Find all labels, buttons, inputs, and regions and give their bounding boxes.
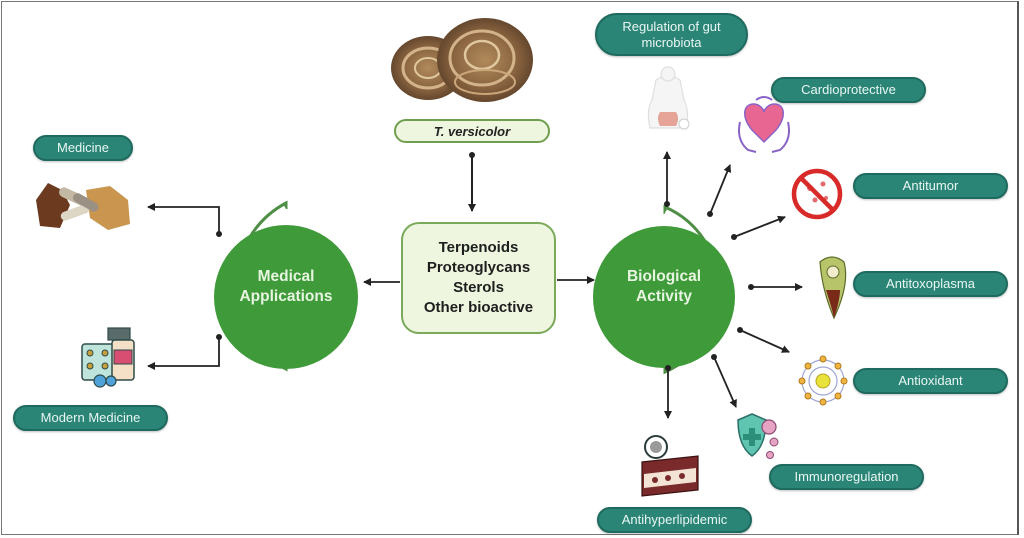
toxoplasma-parasite-icon bbox=[819, 256, 847, 320]
arrow-to-antitumor bbox=[733, 215, 786, 238]
gut-label-line1: Regulation of gut bbox=[622, 18, 721, 34]
blood-vessel-lipid-icon bbox=[641, 435, 699, 497]
heart-hands-icon bbox=[738, 96, 790, 153]
arrow-to-cardioprotective bbox=[709, 164, 732, 215]
pill-cardioprotective: Cardioprotective bbox=[771, 77, 926, 103]
biological-hub bbox=[593, 204, 735, 375]
connector-dot bbox=[216, 231, 222, 237]
antioxidant-molecule-icon bbox=[798, 355, 848, 406]
arrow-to-medicine bbox=[147, 203, 220, 234]
compounds-box: Terpenoids Proteoglycans Sterols Other b… bbox=[401, 222, 556, 334]
gut-label-line2: microbiota bbox=[641, 34, 702, 50]
pills-bottle-icon bbox=[81, 327, 135, 388]
no-cancer-cell-icon bbox=[791, 168, 843, 220]
medical-hub bbox=[214, 200, 358, 372]
pill-antihyperlipidemic: Antihyperlipidemic bbox=[597, 507, 752, 533]
medical-hub-line2: Applications bbox=[239, 288, 333, 305]
arrow-to-antioxidant bbox=[739, 329, 790, 353]
connector-dot bbox=[216, 334, 222, 340]
pill-antitumor: Antitumor bbox=[853, 173, 1008, 199]
pill-antitoxoplasma: Antitoxoplasma bbox=[853, 271, 1008, 297]
trametes-mushroom-image bbox=[391, 18, 533, 102]
compound-terpenoids: Terpenoids bbox=[438, 239, 519, 256]
species-label: T. versicolor bbox=[394, 119, 550, 143]
gut-body-icon bbox=[647, 66, 690, 130]
compound-proteoglycans: Proteoglycans bbox=[426, 259, 531, 276]
compound-other-bioactive: Other bioactive bbox=[423, 299, 534, 316]
pill-medicine: Medicine bbox=[33, 135, 133, 161]
immune-shield-icon bbox=[737, 413, 779, 459]
pill-modern-medicine: Modern Medicine bbox=[13, 405, 168, 431]
biological-hub-line2: Activity bbox=[636, 288, 692, 305]
pill-immunoregulation: Immunoregulation bbox=[769, 464, 924, 490]
compound-sterols: Sterols bbox=[453, 279, 504, 296]
biological-branches bbox=[663, 151, 803, 419]
herbal-medicine-icon bbox=[36, 183, 130, 230]
biological-hub-line1: Biological bbox=[626, 268, 702, 285]
arrow-to-modern-medicine bbox=[147, 337, 220, 370]
pill-antioxidant: Antioxidant bbox=[853, 368, 1008, 394]
medical-hub-label: Medical Applications bbox=[226, 267, 346, 307]
pill-gut-microbiota: Regulation of gut microbiota bbox=[595, 13, 748, 56]
biological-hub-label: Biological Activity bbox=[604, 267, 724, 307]
connector-dot bbox=[469, 152, 475, 158]
medical-hub-line1: Medical bbox=[257, 268, 315, 285]
arrow-to-immunoregulation bbox=[713, 356, 737, 408]
